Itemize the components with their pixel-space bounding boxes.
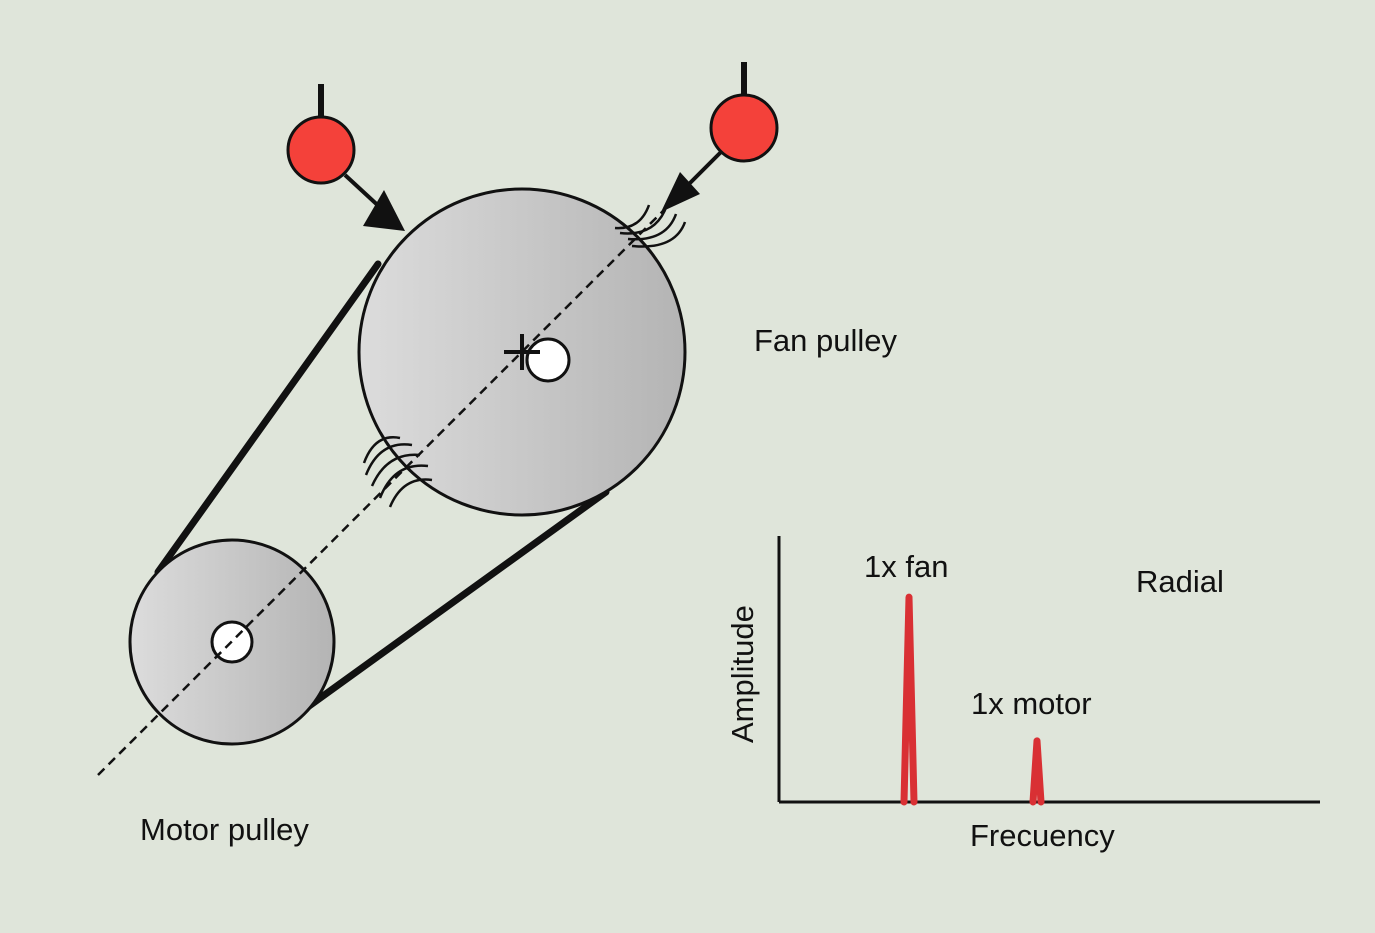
sensor-body bbox=[709, 93, 779, 163]
direction-label: Radial bbox=[1136, 564, 1224, 599]
x-axis-label: Frecuency bbox=[970, 818, 1115, 853]
center-cross-icon bbox=[504, 334, 540, 370]
peak-motor-label: 1x motor bbox=[971, 686, 1092, 721]
motor-pulley-label: Motor pulley bbox=[140, 812, 309, 847]
belt bbox=[154, 260, 610, 718]
fan-pulley-hub bbox=[525, 337, 571, 383]
spectrum-chart: Amplitude Frecuency Radial 1x fan 1x mot… bbox=[725, 536, 1320, 853]
vibration-wave-icon bbox=[362, 436, 433, 508]
belt-upper-strand bbox=[154, 260, 382, 576]
vibration-sensor-icon bbox=[709, 62, 779, 163]
y-axis-label: Amplitude bbox=[725, 605, 760, 743]
vibration-wave-icon bbox=[614, 204, 687, 248]
arrow-icon bbox=[343, 173, 405, 231]
arrow-icon bbox=[661, 150, 723, 212]
fan-pulley-label: Fan pulley bbox=[754, 323, 898, 358]
peak-fan-label: 1x fan bbox=[864, 549, 948, 584]
sensor-body bbox=[286, 115, 356, 185]
vibration-sensor-icon bbox=[286, 84, 356, 185]
peak-motor bbox=[1029, 737, 1045, 806]
belt-lower-strand bbox=[294, 488, 610, 718]
peak-fan bbox=[900, 593, 918, 806]
peaks bbox=[900, 593, 1045, 806]
